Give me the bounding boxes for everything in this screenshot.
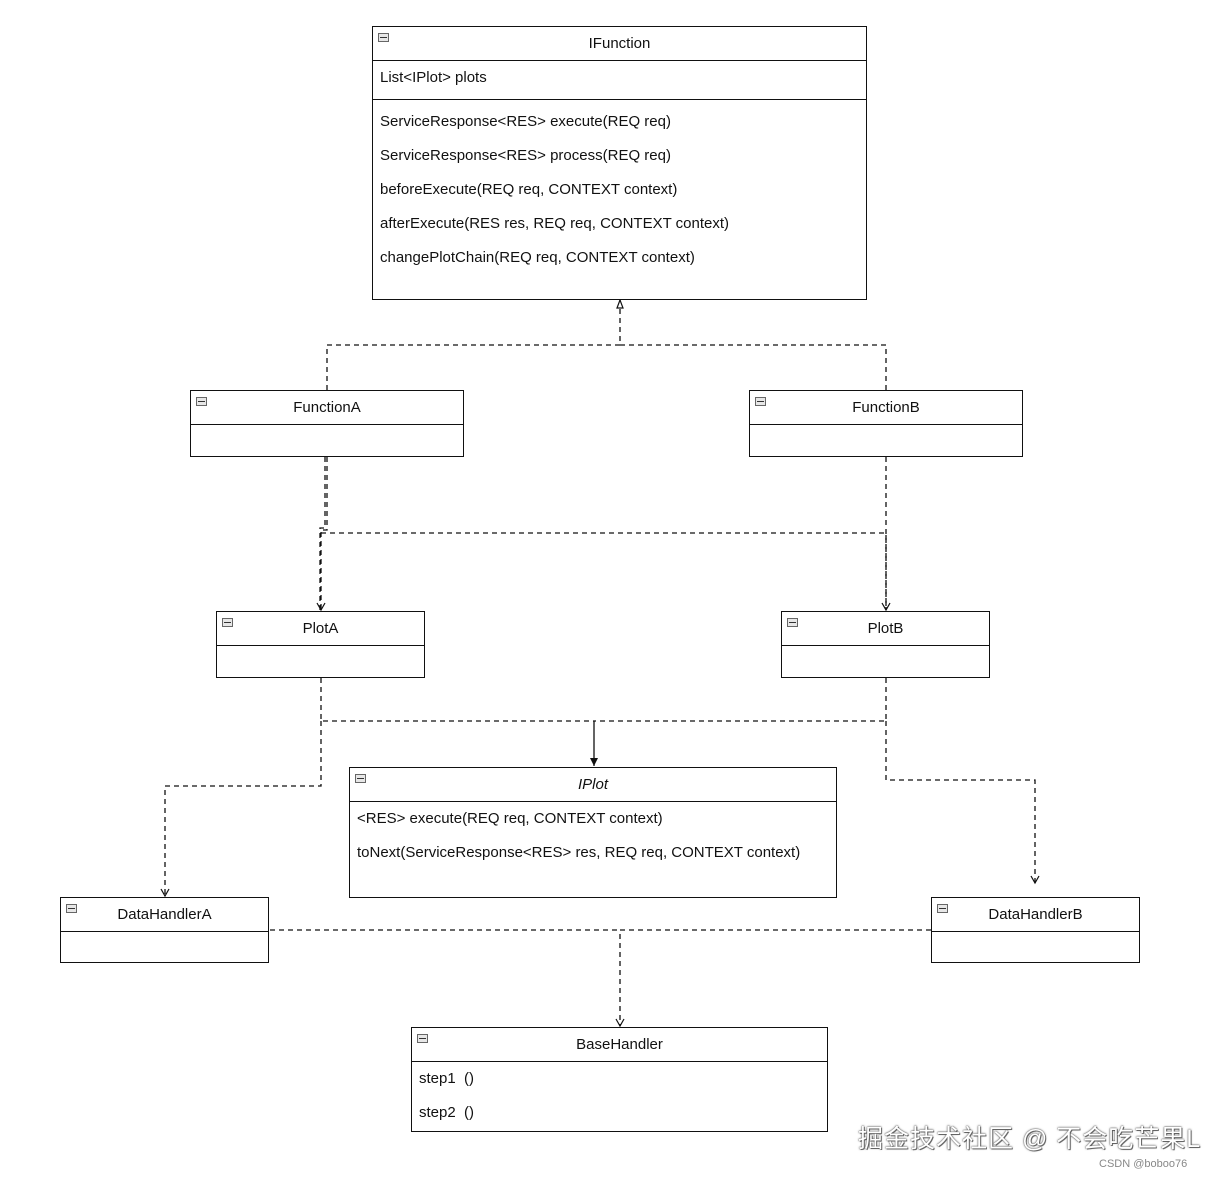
class-header: BaseHandler bbox=[412, 1028, 827, 1062]
class-functionb[interactable]: FunctionB bbox=[749, 390, 1023, 457]
class-header: FunctionB bbox=[750, 391, 1022, 425]
class-name: FunctionB bbox=[852, 399, 920, 416]
method-row: toNext(ServiceResponse<RES> res, REQ req… bbox=[357, 844, 801, 861]
method-section: step1 () step2 () bbox=[412, 1062, 827, 1130]
class-name: IFunction bbox=[588, 35, 651, 52]
edge-functiona-plota bbox=[316, 457, 328, 612]
class-plota[interactable]: PlotA bbox=[216, 611, 425, 678]
empty-compartment bbox=[191, 425, 463, 455]
edge-functiona-plota-2 bbox=[319, 457, 326, 610]
edge-functiona-plotb bbox=[321, 532, 891, 612]
edge-plota-iplot bbox=[320, 678, 594, 722]
method-section: ServiceResponse<RES> execute(REQ req) Se… bbox=[373, 100, 866, 275]
class-name: FunctionA bbox=[293, 399, 361, 416]
collapse-icon[interactable] bbox=[66, 904, 77, 913]
method-row: <RES> execute(REQ req, CONTEXT context) bbox=[357, 810, 663, 827]
edge-plotb-iplot bbox=[594, 678, 887, 722]
class-header: PlotA bbox=[217, 612, 424, 646]
class-header: IPlot bbox=[350, 768, 836, 802]
class-header: PlotB bbox=[782, 612, 989, 646]
method-row: afterExecute(RES res, REQ req, CONTEXT c… bbox=[380, 215, 729, 232]
class-datahandlerb[interactable]: DataHandlerB bbox=[931, 897, 1140, 963]
class-header: DataHandlerB bbox=[932, 898, 1139, 932]
class-name: IPlot bbox=[577, 776, 608, 793]
method-row: ServiceResponse<RES> execute(REQ req) bbox=[380, 113, 671, 130]
edge-plotb-datahandlerb bbox=[885, 721, 1040, 885]
collapse-icon[interactable] bbox=[355, 774, 366, 783]
class-header: FunctionA bbox=[191, 391, 463, 425]
collapse-icon[interactable] bbox=[417, 1034, 428, 1043]
method-row: step1 () bbox=[419, 1070, 475, 1087]
method-row: changePlotChain(REQ req, CONTEXT context… bbox=[380, 249, 695, 266]
method-row: step2 () bbox=[419, 1104, 475, 1121]
edge-datahandlerb-basehandler bbox=[615, 929, 931, 1028]
attribute-row: List<IPlot> plots bbox=[380, 69, 487, 86]
collapse-icon[interactable] bbox=[222, 618, 233, 627]
watermark: 掘金技术社区 @ 不会吃芒果L bbox=[858, 1125, 1202, 1153]
collapse-icon[interactable] bbox=[378, 33, 389, 42]
class-header: DataHandlerA bbox=[61, 898, 268, 932]
class-name: BaseHandler bbox=[576, 1036, 663, 1053]
attribute-section: List<IPlot> plots bbox=[373, 61, 866, 100]
empty-compartment bbox=[217, 646, 424, 676]
edge-functionb-ifunction bbox=[620, 300, 887, 390]
class-plotb[interactable]: PlotB bbox=[781, 611, 990, 678]
empty-compartment bbox=[932, 932, 1139, 962]
interface-iplot[interactable]: IPlot <RES> execute(REQ req, CONTEXT con… bbox=[349, 767, 837, 898]
edge-plota-datahandlera bbox=[160, 721, 322, 898]
empty-compartment bbox=[782, 646, 989, 676]
class-name: DataHandlerB bbox=[988, 906, 1083, 923]
class-name: DataHandlerA bbox=[117, 906, 212, 923]
empty-compartment bbox=[750, 425, 1022, 455]
method-row: ServiceResponse<RES> process(REQ req) bbox=[380, 147, 671, 164]
class-ifunction[interactable]: IFunction List<IPlot> plots ServiceRespo… bbox=[372, 26, 867, 300]
class-name: PlotA bbox=[302, 620, 339, 637]
collapse-icon[interactable] bbox=[787, 618, 798, 627]
edge-functiona-ifunction bbox=[326, 344, 620, 390]
class-functiona[interactable]: FunctionA bbox=[190, 390, 464, 457]
credit-text: CSDN @boboo76 bbox=[1099, 1158, 1188, 1170]
collapse-icon[interactable] bbox=[755, 397, 766, 406]
empty-compartment bbox=[61, 932, 268, 962]
method-section: <RES> execute(REQ req, CONTEXT context) … bbox=[350, 802, 836, 870]
class-datahandlera[interactable]: DataHandlerA bbox=[60, 897, 269, 963]
method-row: beforeExecute(REQ req, CONTEXT context) bbox=[380, 181, 678, 198]
collapse-icon[interactable] bbox=[196, 397, 207, 406]
class-header: IFunction bbox=[373, 27, 866, 61]
class-name: PlotB bbox=[867, 620, 904, 637]
class-basehandler[interactable]: BaseHandler step1 () step2 () bbox=[411, 1027, 828, 1132]
collapse-icon[interactable] bbox=[937, 904, 948, 913]
